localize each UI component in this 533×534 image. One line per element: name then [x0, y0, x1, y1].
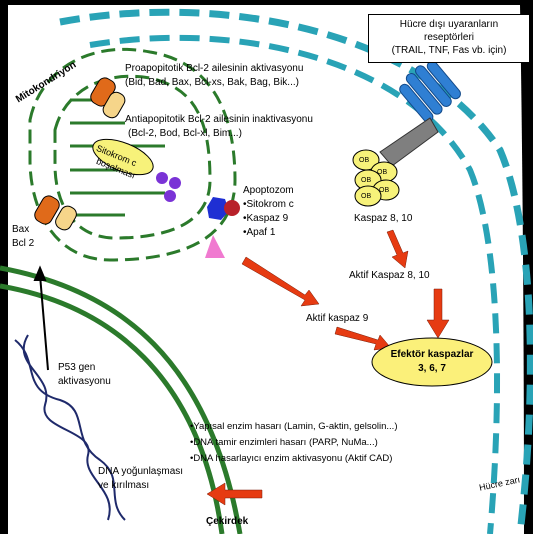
ob-label: OB — [361, 175, 371, 187]
nucleus-label: Çekirdek — [206, 516, 248, 528]
receptor-box-line: reseptörleri — [369, 31, 529, 44]
apoptozom-item: •Sitokrom c — [243, 199, 294, 211]
ob-label: OB — [359, 155, 369, 167]
anti-title: Antiapopitotik Bcl-2 ailesinin inaktivas… — [125, 114, 313, 126]
bax-label: Bax — [12, 224, 29, 236]
pro-list: (Bid, Bad, Bax, Bcl-xs, Bak, Bag, Bik...… — [125, 77, 299, 89]
ob-label: OB — [379, 185, 389, 197]
receptor-box-line: (TRAIL, TNF, Fas vb. için) — [369, 44, 529, 57]
ob-label: OB — [361, 191, 371, 203]
cytochrome-dot — [164, 190, 176, 202]
efektor-title: Efektör kaspazlar — [376, 349, 488, 361]
efektor-ellipse — [372, 338, 492, 386]
p53-label-1: P53 gen — [58, 362, 95, 374]
dna-label-1: DNA yoğunlaşması — [98, 466, 183, 478]
damage-item: •DNA hasarlayıcı enzim aktivasyonu (Akti… — [190, 453, 392, 465]
p53-label-2: aktivasyonu — [58, 376, 111, 388]
apoptozom-item: •Kaspaz 9 — [243, 213, 288, 225]
anti-list: (Bcl-2, Bod, Bcl-xl, Bim...) — [128, 128, 242, 140]
aktif-kaspaz-8-10-label: Aktif Kaspaz 8, 10 — [349, 270, 430, 282]
dna-label-2: ve kırılması — [98, 480, 149, 492]
pro-title: Proapopitotik Bcl-2 ailesinin aktivasyon… — [125, 63, 303, 75]
bcl2-label: Bcl 2 — [12, 238, 34, 250]
apoptozom-title: Apoptozom — [243, 185, 294, 197]
apoptozom-item: •Apaf 1 — [243, 227, 275, 239]
damage-item: •Yapısal enzim hasarı (Lamin, G-aktin, g… — [190, 421, 397, 433]
cytochrome-dot — [156, 172, 168, 184]
receptor-box-line: Hücre dışı uyaranların — [369, 18, 529, 31]
ob-label: OB — [377, 167, 387, 179]
efektor-numbers: 3, 6, 7 — [376, 363, 488, 375]
kaspaz-8-10-label: Kaspaz 8, 10 — [354, 213, 412, 225]
aktif-kaspaz-9-label: Aktif kaspaz 9 — [306, 313, 368, 325]
cytochrome-dot — [169, 177, 181, 189]
kaspaz9-dot — [224, 200, 240, 216]
receptor-box: Hücre dışı uyaranların reseptörleri (TRA… — [368, 14, 530, 63]
damage-item: •DNA tamir enzimleri hasarı (PARP, NuMa.… — [190, 437, 378, 449]
